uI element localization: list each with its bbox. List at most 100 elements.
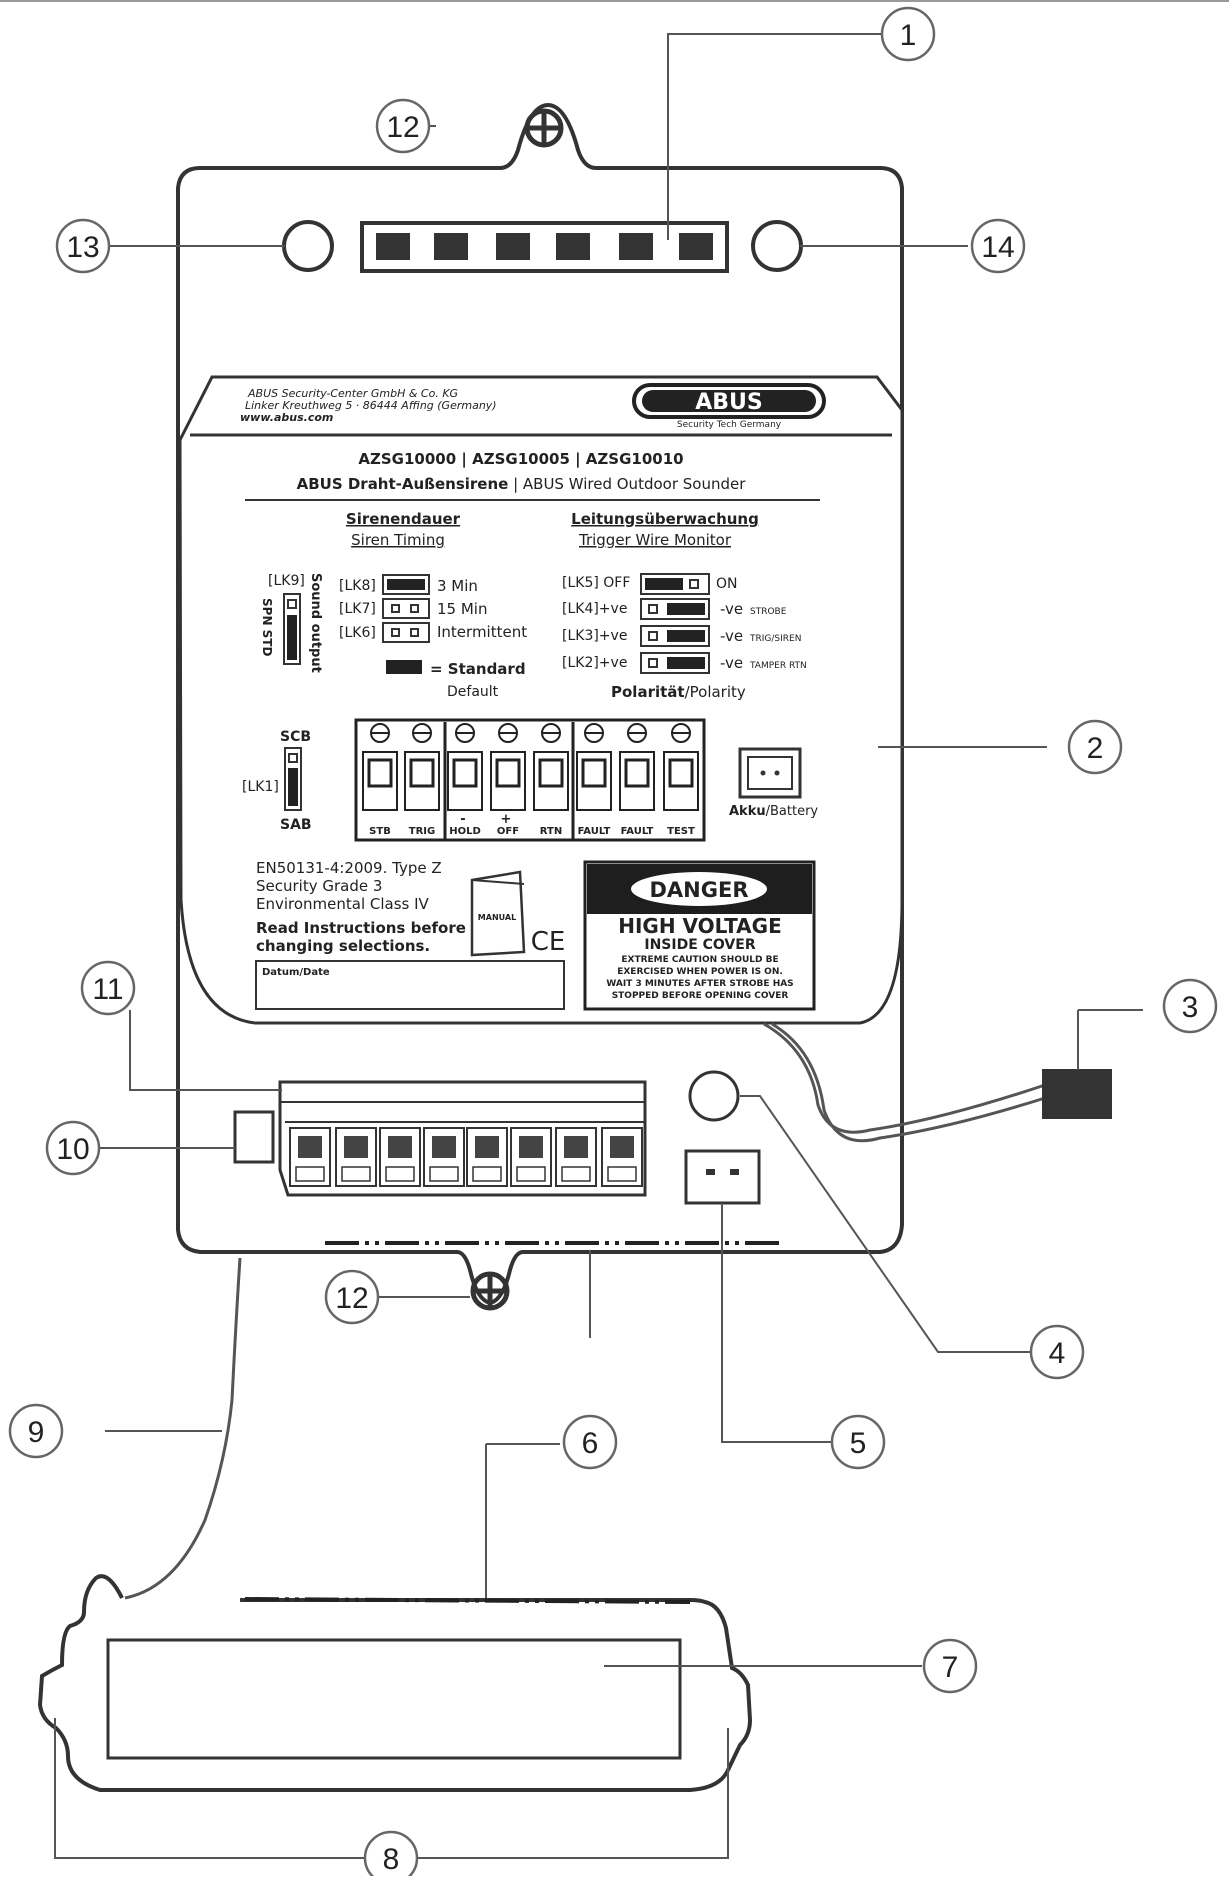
- company-line-2: Linker Kreuthweg 5 · 86444 Affing (Germa…: [245, 399, 497, 412]
- callout-marker: 5: [830, 1414, 886, 1470]
- abus-logo-text: ABUS: [695, 390, 763, 415]
- lk4-neg: -ve: [720, 600, 743, 618]
- lk8-label: [LK8]: [339, 578, 376, 594]
- hold-sign: -: [460, 812, 465, 827]
- label-terminal: FAULT: [576, 723, 612, 837]
- lk2-label: [LK2]+ve: [562, 655, 627, 671]
- battery-label: Akku/Battery: [729, 804, 818, 819]
- warning-line-3: WAIT 3 MINUTES AFTER STROBE HAS: [606, 979, 793, 989]
- callout-number: 12: [386, 111, 419, 144]
- lk2-neg: -ve: [720, 654, 743, 672]
- lk2-sub: TAMPER RTN: [749, 661, 807, 671]
- callout-marker: 4: [1029, 1324, 1085, 1380]
- label-terminal: STB: [362, 723, 398, 837]
- sab-label: SAB: [280, 817, 312, 833]
- label-terminal: TRIG: [404, 723, 440, 837]
- callout-marker: 10: [45, 1120, 101, 1176]
- callout-number: 11: [92, 973, 123, 1006]
- standard-line-1: EN50131-4:2009. Type Z: [256, 859, 442, 877]
- product-name-en: ABUS Wired Outdoor Sounder: [523, 475, 746, 493]
- callout-marker: 12: [324, 1269, 380, 1325]
- lk4-sub: STROBE: [750, 607, 787, 617]
- danger-sign: [583, 860, 816, 1011]
- lk5-label: [LK5] OFF: [562, 575, 630, 591]
- battery-connector-symbol: [738, 747, 802, 799]
- product-separator: |: [508, 475, 523, 493]
- label-terminal: FAULT: [619, 723, 655, 837]
- callout-number: 6: [582, 1427, 599, 1460]
- label-terminal: TEST: [663, 723, 699, 837]
- strobe-cover: [37, 1574, 753, 1792]
- wiring-terminal: [379, 1127, 421, 1187]
- callout-marker: 2: [1067, 719, 1123, 775]
- led-right: [751, 220, 803, 272]
- abus-logo: ABUS: [632, 383, 826, 419]
- label-terminal-name: STB: [369, 826, 391, 837]
- callout-number: 7: [942, 1651, 959, 1684]
- label-terminal-name: FAULT: [578, 826, 611, 837]
- high-voltage: HIGH VOLTAGE: [618, 914, 782, 938]
- danger-title: DANGER: [649, 878, 748, 902]
- callout-number: 12: [335, 1282, 368, 1315]
- led-left: [282, 220, 334, 272]
- standard-line-2: Security Grade 3: [256, 877, 382, 895]
- warning-line-2: EXERCISED WHEN POWER IS ON.: [617, 967, 783, 977]
- lk6-value: Intermittent: [437, 623, 527, 641]
- company-line-1: ABUS Security-Center GmbH & Co. KG: [247, 387, 458, 400]
- lk8-value: 3 Min: [437, 577, 478, 595]
- standard-label: = Standard: [430, 660, 526, 678]
- callout-marker: 11: [80, 960, 136, 1016]
- inside-cover: INSIDE COVER: [644, 937, 755, 953]
- battery-socket: [684, 1149, 761, 1205]
- label-terminal: HOLD: [447, 723, 483, 837]
- model-numbers: AZSG10000 | AZSG10005 | AZSG10010: [358, 450, 683, 469]
- standard-line-3: Environmental Class IV: [256, 895, 430, 913]
- warning-line-1: EXTREME CAUTION SHOULD BE: [621, 955, 778, 965]
- spn-std-label: SPN STD: [260, 598, 274, 656]
- read-instructions-2: changing selections.: [256, 937, 430, 955]
- lk8-jumper: [382, 574, 430, 595]
- timing-title-en: Siren Timing: [351, 531, 445, 549]
- strobe-led-bar: [360, 221, 729, 273]
- callout-number: 10: [56, 1133, 89, 1166]
- lk3-label: [LK3]+ve: [562, 628, 627, 644]
- label-terminal: RTN: [533, 723, 569, 837]
- read-instructions-1: Read Instructions before: [256, 919, 466, 937]
- label-terminal-name: HOLD: [449, 826, 481, 837]
- callout-marker: 13: [55, 218, 111, 274]
- wiring-terminal: [335, 1127, 377, 1187]
- callout-marker: 1: [880, 6, 936, 62]
- date-field: [255, 960, 565, 1010]
- wiring-terminal-strip: [278, 1080, 647, 1197]
- lk2-jumper: [640, 652, 710, 674]
- tamper-switch: [233, 1110, 275, 1164]
- sound-output-label: Sound output: [308, 573, 323, 673]
- wiring-terminal: [466, 1127, 508, 1187]
- standard-swatch: [386, 660, 422, 674]
- callout-number: 1: [900, 19, 917, 52]
- callout-leader-lines: [54, 33, 1143, 1859]
- callout-number: 8: [383, 1843, 400, 1876]
- battery-de: Akku: [729, 804, 766, 819]
- off-sign: +: [501, 812, 512, 827]
- lk9-jumper: [283, 593, 301, 665]
- timing-title-de: Sirenendauer: [346, 510, 461, 528]
- lk3-sub: TRIG/SIREN: [749, 634, 801, 644]
- lk6-jumper: [382, 622, 430, 643]
- callout-marker: 8: [363, 1830, 419, 1881]
- logo-tagline: Security Tech Germany: [677, 420, 782, 430]
- manual-label: MANUAL: [478, 913, 516, 922]
- callout-marker: 6: [562, 1414, 618, 1470]
- ce-mark: CE: [531, 927, 566, 957]
- product-name: ABUS Draht-Außensirene | ABUS Wired Outd…: [297, 475, 747, 493]
- label-terminal-name: FAULT: [621, 826, 654, 837]
- warning-line-4: STOPPED BEFORE OPENING COVER: [612, 991, 789, 1001]
- product-name-de: ABUS Draht-Außensirene: [297, 475, 509, 493]
- callout-number: 5: [850, 1427, 867, 1460]
- wiring-terminal: [601, 1127, 643, 1187]
- callout-number: 4: [1049, 1337, 1066, 1370]
- lk4-jumper: [640, 598, 710, 620]
- company-line-3: www.abus.com: [240, 411, 333, 424]
- polarity-label: Polarität/Polarity: [611, 683, 746, 701]
- wiring-terminal: [510, 1127, 552, 1187]
